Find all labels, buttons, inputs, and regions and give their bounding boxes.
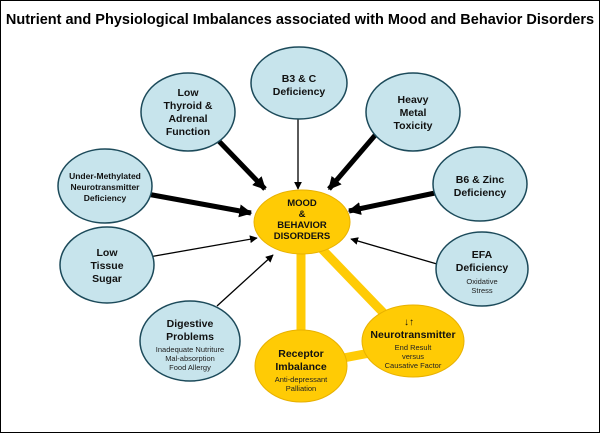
receptor-sub-1: Anti-depressant <box>275 375 328 384</box>
digestive-sub-2: Mal-absorption <box>165 354 215 363</box>
arrow-methyl <box>146 191 253 218</box>
metal-line-3: Toxicity <box>394 120 433 132</box>
neuro-arrows-icon: ↓↑ <box>404 317 414 328</box>
methyl-line-1: Under-Methylated <box>69 171 141 181</box>
node-receptor-imbalance: Receptor Imbalance Anti-depressant Palli… <box>254 329 348 403</box>
metal-line-2: Metal <box>400 107 427 119</box>
thyroid-line-1: Low <box>178 87 200 99</box>
neuro-sub-1: End Result <box>395 343 433 352</box>
receptor-line-2: Imbalance <box>275 361 327 373</box>
hub-line-2: & <box>299 209 306 220</box>
hub-mood-behavior-disorders: MOOD & BEHAVIOR DISORDERS <box>253 189 351 255</box>
efa-sub-1: Oxidative <box>466 277 497 286</box>
thyroid-line-4: Function <box>166 126 210 138</box>
efa-sub-2: Stress <box>471 286 493 295</box>
node-under-methylated: Under-Methylated Neurotransmitter Defici… <box>57 148 153 224</box>
diagram-title: Nutrient and Physiological Imbalances as… <box>5 12 595 28</box>
hub-line-1: MOOD <box>287 198 317 209</box>
digestive-sub-3: Food Allergy <box>169 363 211 372</box>
hub-line-4: DISORDERS <box>274 231 330 242</box>
thyroid-line-2: Thyroid & <box>164 100 213 112</box>
receptor-sub-2: Palliation <box>286 384 316 393</box>
node-heavy-metal-toxicity: Heavy Metal Toxicity <box>365 72 461 152</box>
b3c-line-2: Deficiency <box>273 86 326 98</box>
neuro-line-2: Neurotransmitter <box>370 329 455 341</box>
sugar-line-1: Low <box>97 247 119 259</box>
node-low-tissue-sugar: Low Tissue Sugar <box>59 226 155 304</box>
node-neurotransmitter: ↓↑ Neurotransmitter End Result versus Ca… <box>361 304 465 378</box>
arrow-digestive <box>216 254 274 307</box>
b6zinc-line-2: Deficiency <box>454 187 507 199</box>
arrow-metal <box>327 131 379 191</box>
b6zinc-line-1: B6 & Zinc <box>456 174 505 186</box>
metal-line-1: Heavy <box>398 94 429 106</box>
receptor-line-1: Receptor <box>278 348 324 360</box>
arrow-b6zinc <box>347 190 436 215</box>
digestive-line-1: Digestive <box>167 318 214 330</box>
methyl-line-2: Neurotransmitter <box>71 182 141 192</box>
node-digestive-problems: Digestive Problems Inadequate Nutriture … <box>139 300 241 382</box>
digestive-line-2: Problems <box>166 331 214 343</box>
neuro-sub-3: Causative Factor <box>385 361 442 370</box>
digestive-sub-1: Inadequate Nutriture <box>156 345 224 354</box>
node-efa-deficiency: EFA Deficiency Oxidative Stress <box>435 231 529 307</box>
b3c-line-1: B3 & C <box>282 73 317 85</box>
sugar-line-3: Sugar <box>92 273 122 285</box>
node-b6-zinc-deficiency: B6 & Zinc Deficiency <box>432 146 528 222</box>
node-low-thyroid-adrenal: Low Thyroid & Adrenal Function <box>140 72 236 152</box>
methyl-line-3: Deficiency <box>84 193 127 203</box>
node-b3c-deficiency: B3 & C Deficiency <box>250 46 348 120</box>
hub-line-3: BEHAVIOR <box>277 220 327 231</box>
thyroid-line-3: Adrenal <box>168 113 207 125</box>
arrow-thyroid <box>211 133 267 191</box>
arrow-sugar <box>148 235 258 258</box>
efa-line-1: EFA <box>472 249 493 261</box>
arrow-efa <box>350 237 438 265</box>
sugar-line-2: Tissue <box>90 260 123 272</box>
efa-line-2: Deficiency <box>456 262 509 274</box>
neuro-sub-2: versus <box>402 352 424 361</box>
